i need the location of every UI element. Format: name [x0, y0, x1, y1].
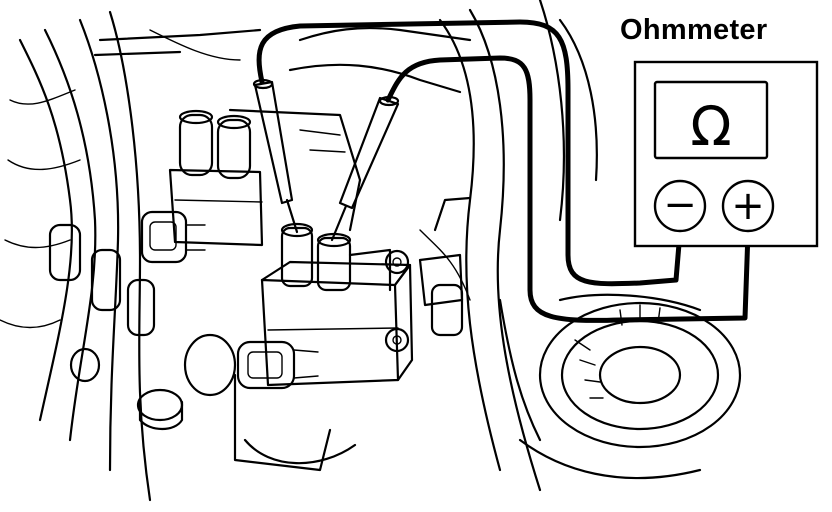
- engine-background: [0, 10, 472, 502]
- minus-terminal-icon: [653, 179, 707, 233]
- ohmmeter: Ω − +: [633, 60, 819, 248]
- ohm-symbol-icon: Ω: [690, 95, 731, 158]
- negative-terminal-label: −: [663, 182, 697, 228]
- negative-test-lead: [256, 19, 683, 287]
- test-leads: [256, 19, 751, 323]
- positive-test-lead: [385, 55, 751, 323]
- engine-right-side: [418, 0, 742, 492]
- positive-terminal-label: +: [731, 183, 765, 229]
- plus-terminal-icon: [721, 179, 775, 233]
- ignition-coil: [236, 222, 414, 390]
- ohmmeter-label: Ohmmeter: [620, 14, 768, 46]
- ohmmeter-display: [653, 80, 769, 160]
